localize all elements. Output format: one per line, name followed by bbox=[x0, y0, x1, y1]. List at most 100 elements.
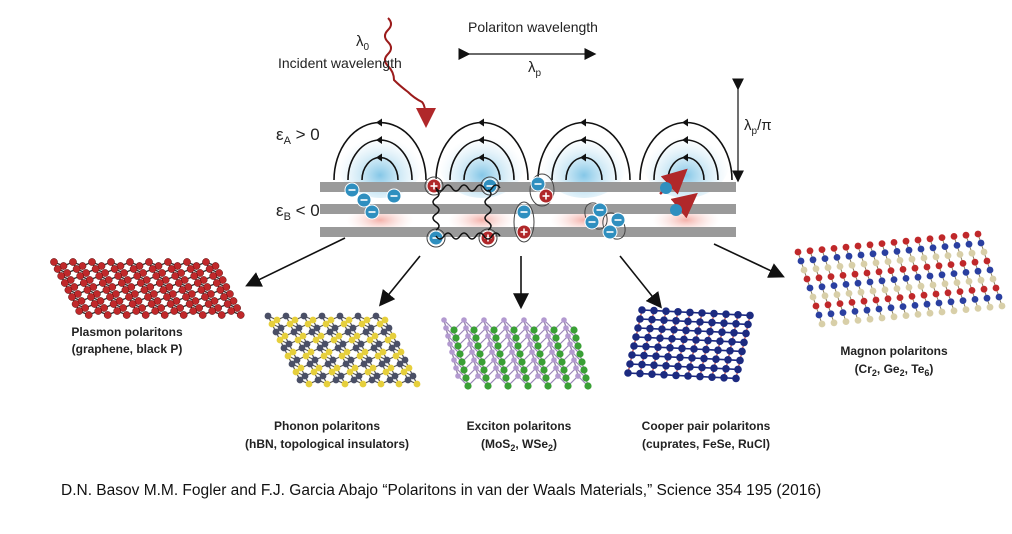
atom bbox=[818, 246, 826, 254]
atom bbox=[941, 280, 949, 288]
atom bbox=[887, 304, 895, 312]
atom bbox=[672, 317, 680, 325]
atom bbox=[664, 353, 672, 361]
atom bbox=[866, 241, 874, 249]
atom bbox=[720, 374, 728, 382]
atom bbox=[353, 332, 361, 340]
atom bbox=[827, 310, 835, 318]
atom bbox=[726, 347, 734, 355]
exciton-subtitle: (MoS2, WSe2) bbox=[481, 437, 557, 453]
atom bbox=[974, 305, 982, 312]
atom bbox=[540, 366, 548, 374]
atom bbox=[624, 369, 632, 377]
atom bbox=[295, 324, 303, 332]
loop-arrowhead bbox=[580, 136, 586, 144]
atom bbox=[684, 317, 692, 326]
atom bbox=[977, 276, 985, 284]
atom bbox=[866, 278, 874, 286]
atom bbox=[710, 309, 718, 318]
epsilon-a-label: εA > 0 bbox=[276, 125, 320, 147]
atom bbox=[148, 265, 157, 273]
atom bbox=[280, 344, 288, 352]
atom bbox=[369, 364, 377, 372]
atom bbox=[510, 326, 518, 334]
atom bbox=[998, 302, 1006, 310]
atom bbox=[580, 366, 588, 374]
exciton-lattice bbox=[441, 317, 592, 390]
negative-charge bbox=[344, 182, 360, 198]
atom bbox=[830, 245, 838, 252]
atom bbox=[281, 332, 289, 340]
incident-wavelength-label: Incident wavelength bbox=[278, 55, 402, 71]
atom bbox=[656, 334, 664, 343]
atom bbox=[863, 269, 871, 277]
atom bbox=[734, 365, 742, 374]
atom bbox=[366, 336, 374, 344]
atom bbox=[694, 327, 702, 335]
atom bbox=[638, 360, 646, 369]
atom bbox=[329, 356, 337, 364]
atom bbox=[676, 353, 684, 362]
atom bbox=[555, 373, 561, 379]
atom bbox=[650, 361, 658, 370]
atom bbox=[122, 311, 131, 319]
atom bbox=[382, 368, 390, 376]
atom bbox=[926, 235, 934, 243]
atom bbox=[452, 334, 460, 342]
atom bbox=[474, 342, 482, 350]
atom bbox=[567, 341, 573, 347]
atom bbox=[321, 340, 329, 348]
atom bbox=[547, 341, 553, 347]
atom bbox=[494, 342, 502, 350]
atom bbox=[908, 293, 916, 300]
atom bbox=[553, 365, 559, 371]
atom bbox=[672, 371, 680, 380]
loop-arrowhead bbox=[376, 136, 382, 144]
atom bbox=[824, 264, 832, 271]
atom bbox=[896, 257, 904, 264]
atom bbox=[140, 286, 149, 294]
atom bbox=[391, 372, 399, 380]
atom bbox=[358, 320, 366, 328]
atom bbox=[485, 333, 491, 339]
atom bbox=[944, 289, 952, 297]
atom bbox=[370, 344, 378, 352]
atom bbox=[962, 269, 970, 276]
atom bbox=[724, 356, 732, 364]
atom bbox=[103, 311, 112, 319]
atom bbox=[514, 342, 522, 350]
material-lattices bbox=[50, 230, 1006, 390]
atom bbox=[451, 357, 457, 363]
atom bbox=[344, 328, 352, 336]
atom bbox=[490, 326, 498, 334]
atom bbox=[914, 236, 922, 244]
epsilon-b-label: εB < 0 bbox=[276, 201, 320, 223]
atom bbox=[209, 272, 218, 280]
atom bbox=[848, 261, 856, 269]
atom bbox=[186, 265, 195, 273]
atom bbox=[712, 355, 720, 364]
atom bbox=[959, 297, 967, 304]
atom bbox=[132, 307, 141, 315]
atom bbox=[561, 317, 567, 323]
atom bbox=[902, 312, 910, 319]
atom bbox=[484, 382, 492, 390]
atom bbox=[926, 309, 934, 317]
atom bbox=[496, 350, 504, 358]
atom bbox=[809, 293, 817, 301]
atom bbox=[563, 325, 569, 331]
atom bbox=[632, 333, 640, 341]
atom bbox=[325, 348, 333, 356]
atom bbox=[644, 333, 652, 342]
atom bbox=[359, 380, 367, 388]
polariton-wavelength-label: Polariton wavelength bbox=[468, 19, 598, 35]
atom bbox=[152, 272, 161, 280]
negative-charge bbox=[602, 224, 618, 240]
atom bbox=[323, 380, 331, 388]
atom bbox=[505, 333, 511, 339]
atom bbox=[815, 311, 823, 319]
atom bbox=[523, 325, 529, 331]
atom bbox=[923, 300, 931, 308]
atom bbox=[284, 352, 292, 360]
negative-charge bbox=[516, 204, 532, 220]
